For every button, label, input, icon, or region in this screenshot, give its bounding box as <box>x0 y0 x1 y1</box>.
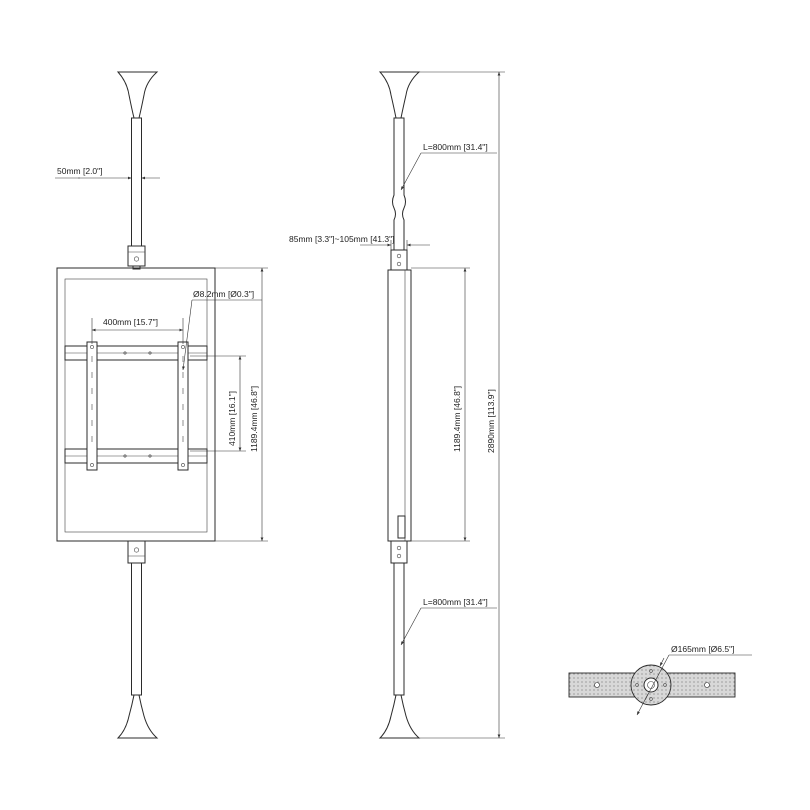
front-view: 50mm [2.0"] Ø8.2mm [Ø0.3"] 400mm [15.7"]… <box>55 71 268 739</box>
dim-vesa-width <box>91 318 184 344</box>
base-plate-detail: Ø165mm [Ø6.5"] <box>568 644 752 716</box>
front-ceiling-flange <box>116 71 159 119</box>
label-base-diameter: Ø165mm [Ø6.5"] <box>671 644 734 654</box>
label-lower-pole-length: L=800mm [31.4"] <box>423 597 488 607</box>
label-pole-diameter: 50mm [2.0"] <box>57 166 103 176</box>
label-total-height: 2890mm [113.9"] <box>486 389 496 453</box>
front-upper-pole <box>131 117 142 249</box>
label-frame-height-front: 1189.4mm [46.8"] <box>249 386 259 452</box>
label-vesa-height: 410mm [16.1"] <box>227 391 237 446</box>
front-display-frame <box>56 267 216 542</box>
label-frame-height-side: 1189.4mm [46.8"] <box>452 386 462 452</box>
side-lower-pole <box>393 562 405 696</box>
label-offset-range: 85mm [3.3"]~105mm [41.3"] <box>289 234 395 244</box>
front-display-inner <box>64 278 208 533</box>
base-plate-left-hole <box>594 682 600 688</box>
dim-vesa-height <box>190 355 246 452</box>
side-display <box>387 269 412 542</box>
dim-total-height <box>419 71 505 739</box>
side-upper-pole <box>392 117 406 251</box>
label-hole-diameter: Ø8.2mm [Ø0.3"] <box>193 289 254 299</box>
dim-offset-range <box>360 240 430 252</box>
dim-frame-height-side <box>411 267 470 542</box>
dim-frame-height-front <box>215 267 268 542</box>
base-plate-right-hole <box>704 682 710 688</box>
front-upper-joint <box>127 245 146 267</box>
label-vesa-width: 400mm [15.7"] <box>103 317 158 327</box>
side-ceiling-flange <box>378 71 421 119</box>
base-plate-hub <box>643 677 659 693</box>
bracket-slots <box>90 345 185 467</box>
side-offset-bracket <box>390 249 408 271</box>
front-lower-pole <box>131 562 142 696</box>
side-floor-flange <box>378 694 421 739</box>
side-view: L=800mm [31.4"] 85mm [3.3"]~105mm [41.3"… <box>289 71 505 739</box>
side-lower-bracket <box>390 540 408 564</box>
label-upper-pole-length: L=800mm [31.4"] <box>423 142 488 152</box>
front-floor-flange <box>116 694 159 739</box>
